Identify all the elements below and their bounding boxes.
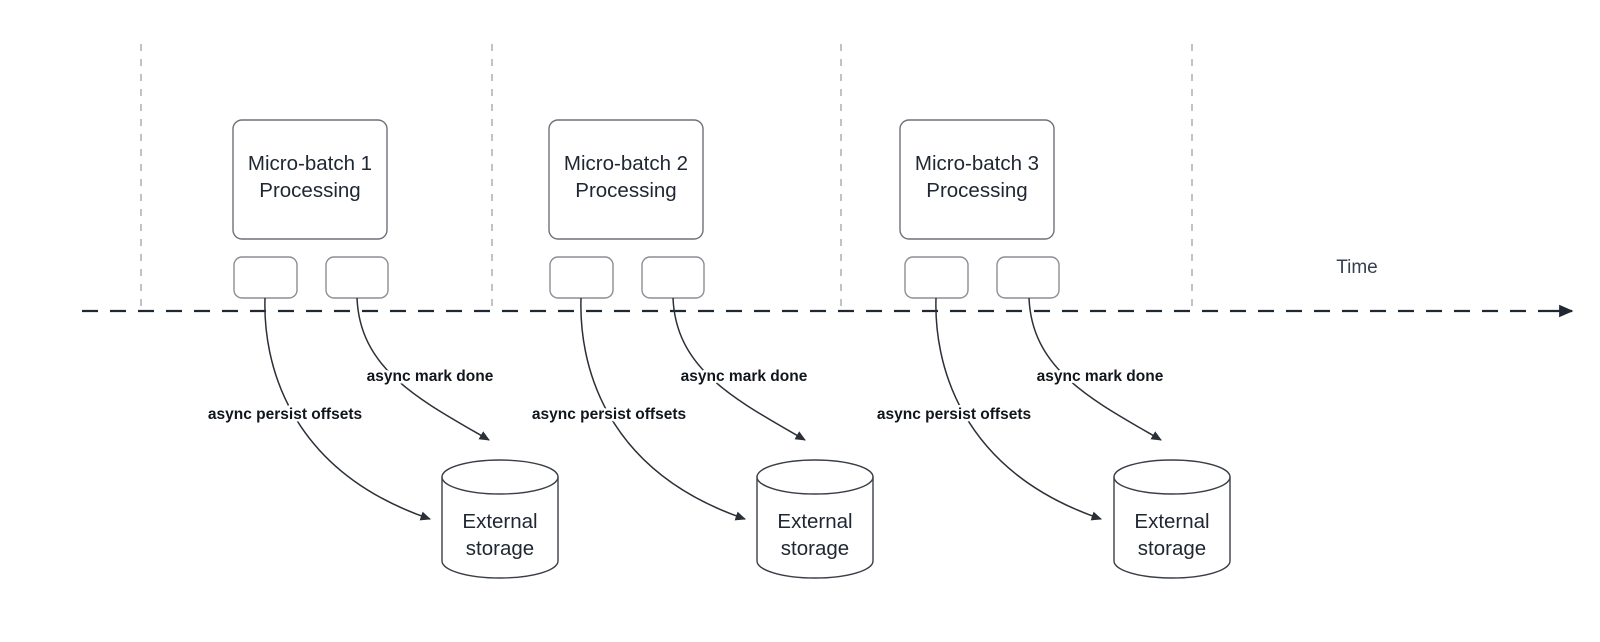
external-storage-cylinder-top-2[interactable] xyxy=(756,459,874,495)
async-persist-offsets-label-1: async persist offsets xyxy=(208,406,362,423)
async-persist-offsets-label-3: async persist offsets xyxy=(877,406,1031,423)
async-mark-done-label-halo-2: async mark done xyxy=(681,368,808,385)
async-persist-offsets-label-halo-2: async persist offsets xyxy=(532,406,686,423)
async-mark-done-arrow-3 xyxy=(1028,297,1162,441)
async-mark-done-label-halo-3: async mark done xyxy=(1037,368,1164,385)
external-storage-label-line1-2: External xyxy=(777,510,852,533)
async-mark-done-label-1: async mark done xyxy=(367,368,494,385)
time-axis-group: Time xyxy=(82,257,1574,318)
mark-done-task-box-3[interactable] xyxy=(996,256,1060,299)
mark-done-task-box-1[interactable] xyxy=(325,256,389,299)
micro-batch-box-3[interactable] xyxy=(899,119,1055,240)
async-persist-offsets-label-halo-1: async persist offsets xyxy=(208,406,362,423)
micro-batch-label-line2-1: Processing xyxy=(259,179,360,202)
micro-batch-box-1[interactable] xyxy=(232,119,388,240)
async-persist-offsets-arrow-3 xyxy=(935,297,1102,521)
micro-batch-box-2[interactable] xyxy=(548,119,704,240)
persist-task-box-3[interactable] xyxy=(904,256,969,299)
external-storage-cylinder-body-1 xyxy=(441,476,559,579)
external-storage-cylinder-body-3 xyxy=(1113,476,1231,579)
micro-batch-label-line1-1: Micro-batch 1 xyxy=(248,152,372,175)
external-storage-cylinder-top-3[interactable] xyxy=(1113,459,1231,495)
persist-task-box-1[interactable] xyxy=(233,256,298,299)
async-mark-done-label-halo-1: async mark done xyxy=(367,368,494,385)
external-storage-label-line2-1: storage xyxy=(466,537,534,560)
micro-batch-label-line2-3: Processing xyxy=(926,179,1027,202)
persist-task-box-2[interactable] xyxy=(549,256,614,299)
async-mark-done-label-2: async mark done xyxy=(681,368,808,385)
external-storage-label-line2-3: storage xyxy=(1138,537,1206,560)
micro-batch-label-line1-2: Micro-batch 2 xyxy=(564,152,688,175)
micro-batch-label-line1-3: Micro-batch 3 xyxy=(915,152,1039,175)
mark-done-task-box-2[interactable] xyxy=(641,256,705,299)
external-storage-label-line2-2: storage xyxy=(781,537,849,560)
async-persist-offsets-label-halo-3: async persist offsets xyxy=(877,406,1031,423)
async-mark-done-arrow-2 xyxy=(672,297,806,441)
async-mark-done-arrow-1 xyxy=(356,297,490,441)
async-persist-offsets-arrow-2 xyxy=(580,297,746,521)
async-persist-offsets-arrow-1 xyxy=(264,297,431,521)
external-storage-label-line1-3: External xyxy=(1134,510,1209,533)
external-storage-cylinder-body-2 xyxy=(756,476,874,579)
async-persist-offsets-label-2: async persist offsets xyxy=(532,406,686,423)
micro-batch-label-line2-2: Processing xyxy=(575,179,676,202)
external-storage-cylinder-top-1[interactable] xyxy=(441,459,559,495)
external-storage-label-line1-1: External xyxy=(462,510,537,533)
time-axis-label: Time xyxy=(1336,257,1378,278)
async-mark-done-label-3: async mark done xyxy=(1037,368,1164,385)
